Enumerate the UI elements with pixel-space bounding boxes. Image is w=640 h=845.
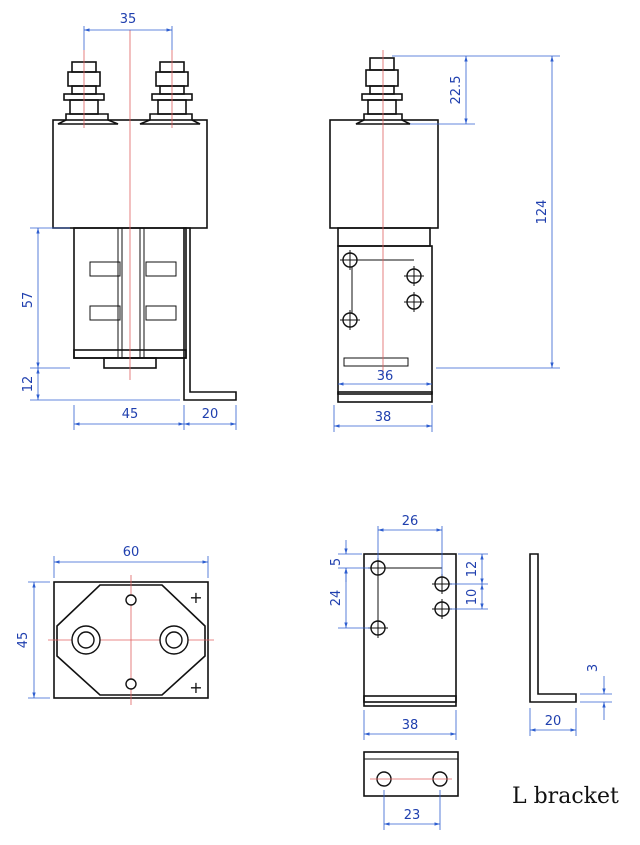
bracket-dimensions: 26 5 24 12 10 38	[329, 514, 488, 740]
front-terminal-left	[57, 61, 119, 125]
l-bracket-caption: L bracket	[512, 784, 619, 809]
dim-bracket-right-offset: 12	[465, 561, 480, 578]
bracket-holes	[368, 558, 452, 638]
bracket-profile-view: 20 3	[529, 553, 612, 736]
dim-bracket-top-offset: 5	[329, 558, 344, 566]
dim-top-height: 45	[16, 632, 31, 649]
front-l-bracket	[183, 227, 237, 401]
dim-side-width: 38	[375, 410, 392, 425]
side-body	[329, 119, 439, 229]
bracket-face-view	[363, 553, 457, 707]
dim-front-height: 57	[21, 292, 36, 309]
dim-bracket-hole-span: 26	[402, 514, 419, 529]
front-view	[52, 30, 237, 401]
top-view: + +	[48, 575, 214, 705]
plus-mark-top: +	[189, 588, 202, 607]
bracket-bottom-plate	[363, 751, 459, 797]
top-terminal-left	[71, 625, 101, 655]
side-dimensions: 22.5 124 36 38	[333, 55, 560, 432]
dim-bracket-bottom-hole-span: 23	[404, 808, 421, 823]
top-terminal-right	[159, 625, 189, 655]
dim-bracket-thickness: 3	[586, 664, 601, 672]
side-bracket	[337, 245, 433, 395]
dim-bracket-width: 38	[402, 718, 419, 733]
bracket-profile	[529, 553, 577, 703]
dim-top-width: 60	[123, 545, 140, 560]
front-dimensions: 35 57 12 45 20	[21, 12, 237, 430]
bracket-bottom-view: 23	[363, 751, 459, 830]
dim-bracket-hole-gap: 24	[329, 590, 344, 607]
dim-front-width: 45	[122, 407, 139, 422]
front-terminal-right	[139, 61, 201, 125]
dim-side-terminal: 22.5	[449, 76, 464, 105]
dim-front-terminal-spacing: 35	[120, 12, 137, 27]
dim-side-total-height: 124	[535, 200, 550, 225]
dim-front-base: 12	[21, 376, 36, 393]
dim-side-inner-width: 36	[377, 369, 394, 384]
top-mount-screws	[125, 594, 137, 690]
dim-bracket-right-gap: 10	[465, 589, 480, 606]
side-view	[329, 50, 439, 403]
side-bracket-holes	[340, 250, 424, 330]
top-dimensions: 60 45	[16, 545, 209, 699]
dim-bracket-foot-length: 20	[545, 714, 562, 729]
plus-mark-bottom: +	[189, 678, 202, 697]
dim-bracket-foot: 20	[202, 407, 219, 422]
